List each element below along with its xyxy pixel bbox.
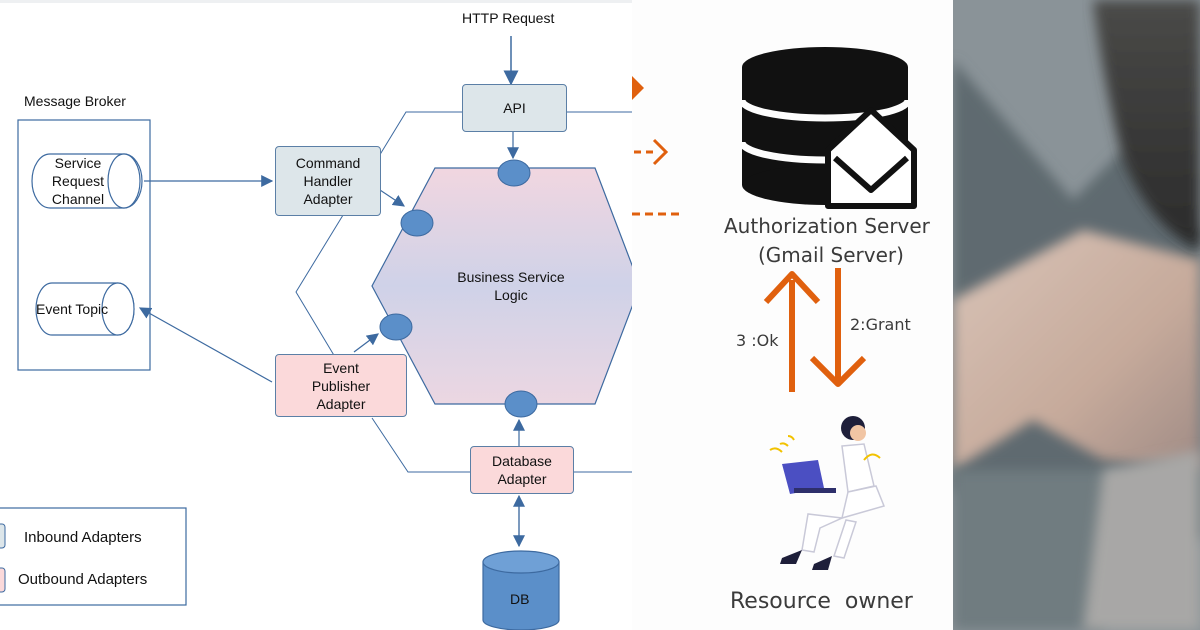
service-request-channel-queue xyxy=(31,153,143,209)
port-left-lower xyxy=(379,313,413,341)
service-request-channel-label: Service Request Channel xyxy=(51,155,105,207)
business-logic-hexagon xyxy=(371,167,632,405)
legend-outbound-swatch xyxy=(0,567,6,593)
event-publisher-adapter-box: Event Publisher Adapter xyxy=(275,354,407,417)
db-cylinder xyxy=(482,550,560,630)
resource-owner-label: Resource owner xyxy=(730,589,913,614)
event-topic-label: Event Topic xyxy=(36,301,109,317)
authorization-server-label: Authorization Server xyxy=(724,214,930,238)
port-bottom xyxy=(504,390,538,418)
blurred-photo xyxy=(953,0,1200,630)
legend-inbound-label: Inbound Adapters xyxy=(24,529,142,546)
http-request-label: HTTP Request xyxy=(462,10,555,26)
business-service-logic-label: Business Service Logic xyxy=(457,269,565,303)
legend-box xyxy=(0,507,187,606)
event-topic-queue xyxy=(35,282,135,336)
legend-inbound-swatch xyxy=(0,523,6,549)
gmail-server-label: (Gmail Server) xyxy=(758,243,904,267)
oauth-graphics xyxy=(632,47,917,570)
photo-art xyxy=(953,0,1200,630)
port-top xyxy=(497,159,531,187)
oauth-flow-panel: Authorization Server (Gmail Server) 3 :O… xyxy=(632,0,953,630)
architecture-connectors xyxy=(0,0,632,630)
port-left-upper xyxy=(400,209,434,237)
orange-arrow-head-top xyxy=(632,76,644,100)
person-with-laptop-icon xyxy=(769,416,886,570)
grant-arrow-down xyxy=(809,268,867,387)
step-grant-label: 2:Grant xyxy=(850,315,911,334)
architecture-diagram: HTTP Request Message Broker Service Requ… xyxy=(0,0,632,630)
database-adapter-box: Database Adapter xyxy=(470,446,574,494)
ok-arrow-up xyxy=(763,271,821,392)
envelope-icon xyxy=(825,107,917,209)
step-ok-label: 3 :Ok xyxy=(736,331,779,350)
command-handler-adapter-box: Command Handler Adapter xyxy=(275,146,381,216)
message-broker-label: Message Broker xyxy=(24,93,126,109)
api-box: API xyxy=(462,84,567,132)
legend-outbound-label: Outbound Adapters xyxy=(18,571,148,588)
db-label: DB xyxy=(510,591,530,607)
